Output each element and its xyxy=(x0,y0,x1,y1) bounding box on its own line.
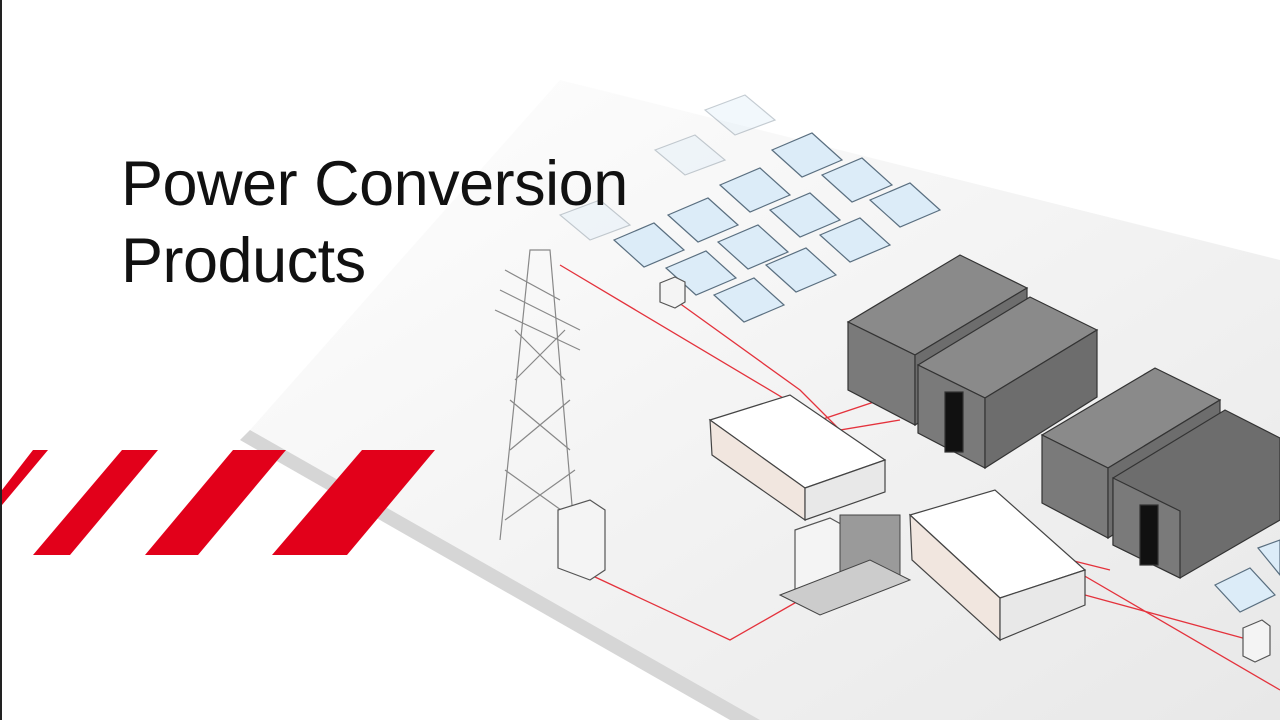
inverter-skids xyxy=(708,394,1087,642)
battery-containers xyxy=(846,254,1280,579)
title-line-2: Products xyxy=(121,226,366,296)
transformer xyxy=(778,514,912,616)
transmission-tower xyxy=(494,249,581,541)
page-title: Power Conversion Products xyxy=(121,146,628,300)
stripe-2 xyxy=(33,450,158,555)
left-border xyxy=(0,0,2,720)
title-line-1: Power Conversion xyxy=(121,149,628,219)
stripe-1 xyxy=(2,450,48,505)
brand-stripes xyxy=(2,450,435,555)
solar-panels xyxy=(558,94,1280,613)
stripe-4 xyxy=(272,450,435,555)
stripe-3 xyxy=(145,450,286,555)
